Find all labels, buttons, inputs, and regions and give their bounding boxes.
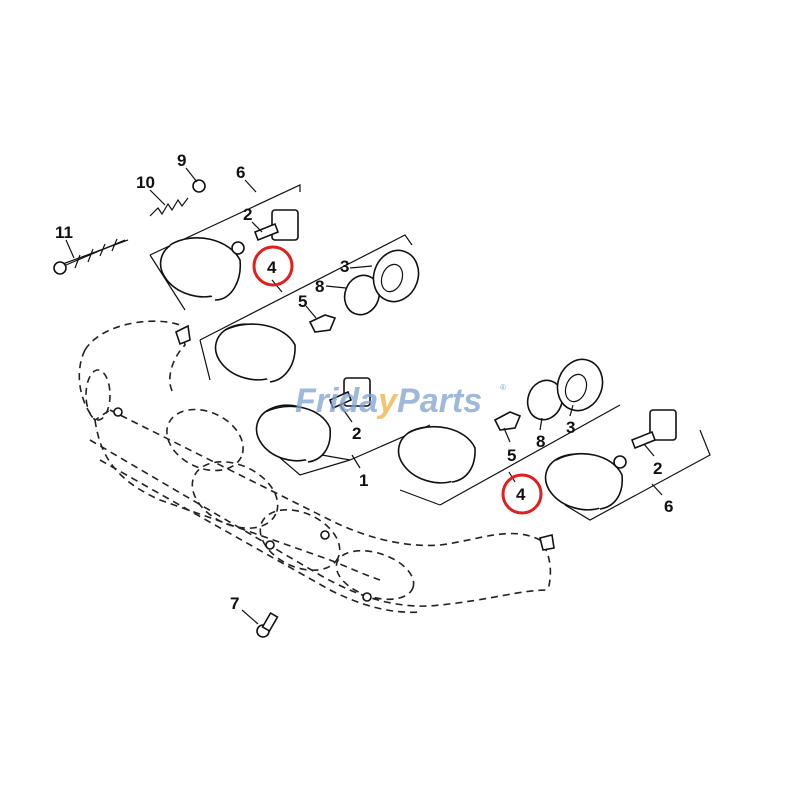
ring-8-upper [343, 274, 381, 316]
callout-6-bottom: 6 [664, 497, 673, 516]
callout-2-center: 2 [352, 424, 361, 443]
bulb-connector-2-right [630, 409, 677, 450]
spring-10 [149, 197, 189, 217]
callout-11: 11 [55, 223, 73, 242]
bulb-5-upper [308, 314, 337, 333]
callout-3-top: 3 [340, 257, 349, 276]
highlight-circle-4-bottom [501, 473, 543, 515]
headlamp-unit-center [255, 404, 332, 463]
callout-2-top: 2 [243, 205, 252, 224]
callout-7: 7 [230, 594, 239, 613]
callout-5-bottom: 5 [507, 446, 516, 465]
headlamp-unit-right-middle [397, 425, 476, 484]
callout-3-bottom: 3 [566, 418, 575, 437]
callout-2-right: 2 [653, 459, 662, 478]
callout-5-top: 5 [298, 292, 307, 311]
callout-10: 10 [136, 173, 155, 192]
callout-4-bottom: 4 [516, 485, 526, 504]
bumper-outline [78, 320, 555, 614]
ring-8-lower [526, 379, 564, 421]
callout-4-top: 4 [267, 258, 277, 277]
watermark: FridayParts [295, 382, 482, 420]
callout-9: 9 [177, 151, 186, 170]
watermark-registered: ® [500, 383, 506, 392]
nut-9 [192, 179, 206, 193]
cover-3-upper [372, 249, 420, 303]
cover-3-lower [556, 358, 604, 412]
bolt-7 [256, 611, 279, 638]
highlight-circle-4-top [252, 245, 294, 287]
bulb-5-lower [493, 411, 522, 431]
headlamp-unit-upper-middle [214, 323, 296, 383]
callout-8-bottom: 8 [536, 432, 545, 451]
leader-lines [65, 167, 663, 625]
headlamp-unit-top-left [159, 237, 245, 301]
callout-8-top: 8 [315, 277, 324, 296]
callout-1: 1 [359, 471, 368, 490]
headlamp-unit-bottom-right [544, 452, 627, 511]
callout-6-top: 6 [236, 163, 245, 182]
screw-11 [53, 238, 126, 275]
bulb-connector-2-center [328, 377, 371, 410]
bulb-connector-2-top [253, 209, 299, 242]
callout-labels: 9 10 6 2 11 4 3 8 5 2 1 5 8 3 4 2 6 7 [55, 151, 673, 613]
